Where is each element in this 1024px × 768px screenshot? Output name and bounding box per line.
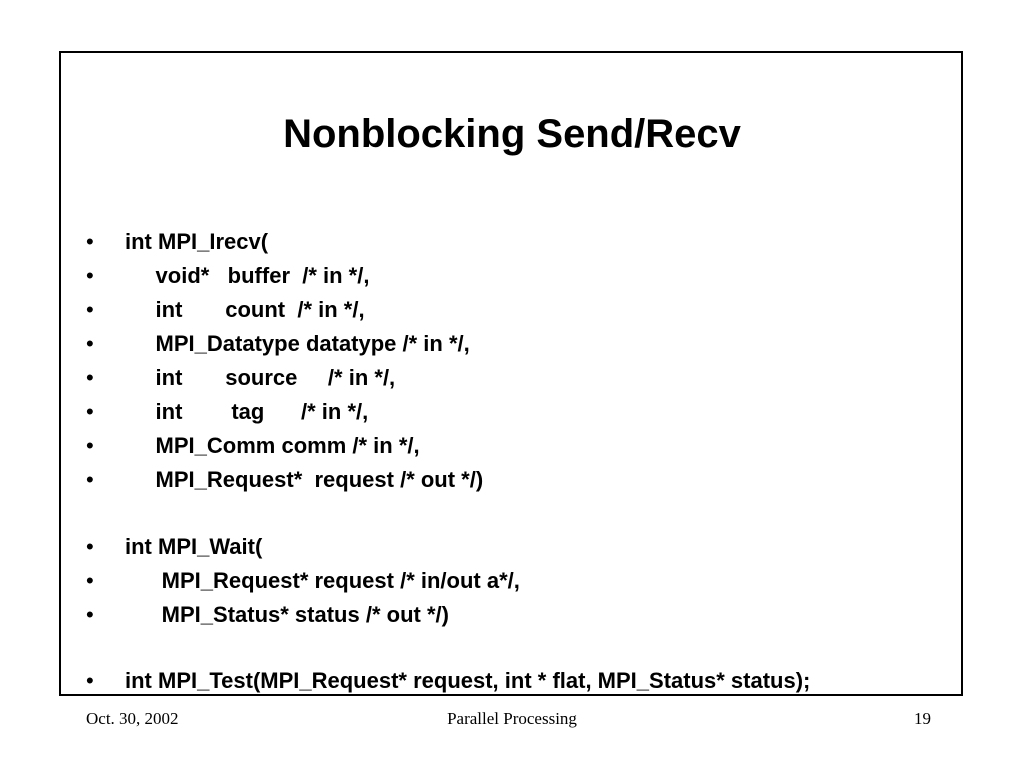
bullet-text: MPI_Comm comm /* in */, — [125, 433, 420, 458]
bullet-item: • int source /* in */, — [0, 361, 1024, 395]
bullet-marker: • — [86, 229, 94, 254]
bullet-text: int MPI_Wait( — [125, 534, 263, 559]
bullet-item: • MPI_Request* request /* out */) — [0, 463, 1024, 497]
bullet-marker: • — [86, 534, 94, 559]
bullet-marker: • — [86, 297, 94, 322]
bullet-item: • int MPI_Wait( — [0, 530, 1024, 564]
slide-title: Nonblocking Send/Recv — [283, 112, 741, 156]
bullet-marker: • — [86, 668, 94, 693]
bullet-text: int MPI_Test(MPI_Request* request, int *… — [125, 668, 811, 693]
bullet-item: • int MPI_Test(MPI_Request* request, int… — [0, 664, 1024, 698]
footer-course: Parallel Processing — [447, 709, 577, 728]
footer-date: Oct. 30, 2002 — [86, 709, 179, 728]
footer-page-number: 19 — [914, 709, 931, 728]
bullet-item: • int tag /* in */, — [0, 395, 1024, 429]
bullet-marker: • — [86, 365, 94, 390]
bullet-marker: • — [86, 602, 94, 627]
bullet-item: • MPI_Comm comm /* in */, — [0, 429, 1024, 463]
bullet-marker: • — [86, 399, 94, 424]
bullet-marker: • — [86, 433, 94, 458]
bullet-item: • int count /* in */, — [0, 293, 1024, 327]
bullet-text: MPI_Request* request /* in/out a*/, — [125, 568, 520, 593]
bullet-item: • MPI_Datatype datatype /* in */, — [0, 327, 1024, 361]
bullet-text: MPI_Status* status /* out */) — [125, 602, 449, 627]
bullet-text: int source /* in */, — [125, 365, 396, 390]
bullet-text: int MPI_Irecv( — [125, 229, 269, 254]
slide-border — [59, 51, 963, 696]
bullet-text: MPI_Request* request /* out */) — [125, 467, 484, 492]
bullet-item: • int MPI_Irecv( — [0, 225, 1024, 259]
bullet-marker: • — [86, 568, 94, 593]
bullet-text: int count /* in */, — [125, 297, 365, 322]
bullet-item: • MPI_Request* request /* in/out a*/, — [0, 564, 1024, 598]
bullet-item: • MPI_Status* status /* out */) — [0, 598, 1024, 632]
bullet-item: • void* buffer /* in */, — [0, 259, 1024, 293]
bullet-marker: • — [86, 263, 94, 288]
bullet-marker: • — [86, 467, 94, 492]
bullet-marker: • — [86, 331, 94, 356]
bullet-text: int tag /* in */, — [125, 399, 369, 424]
bullet-text: MPI_Datatype datatype /* in */, — [125, 331, 470, 356]
bullet-text: void* buffer /* in */, — [125, 263, 370, 288]
